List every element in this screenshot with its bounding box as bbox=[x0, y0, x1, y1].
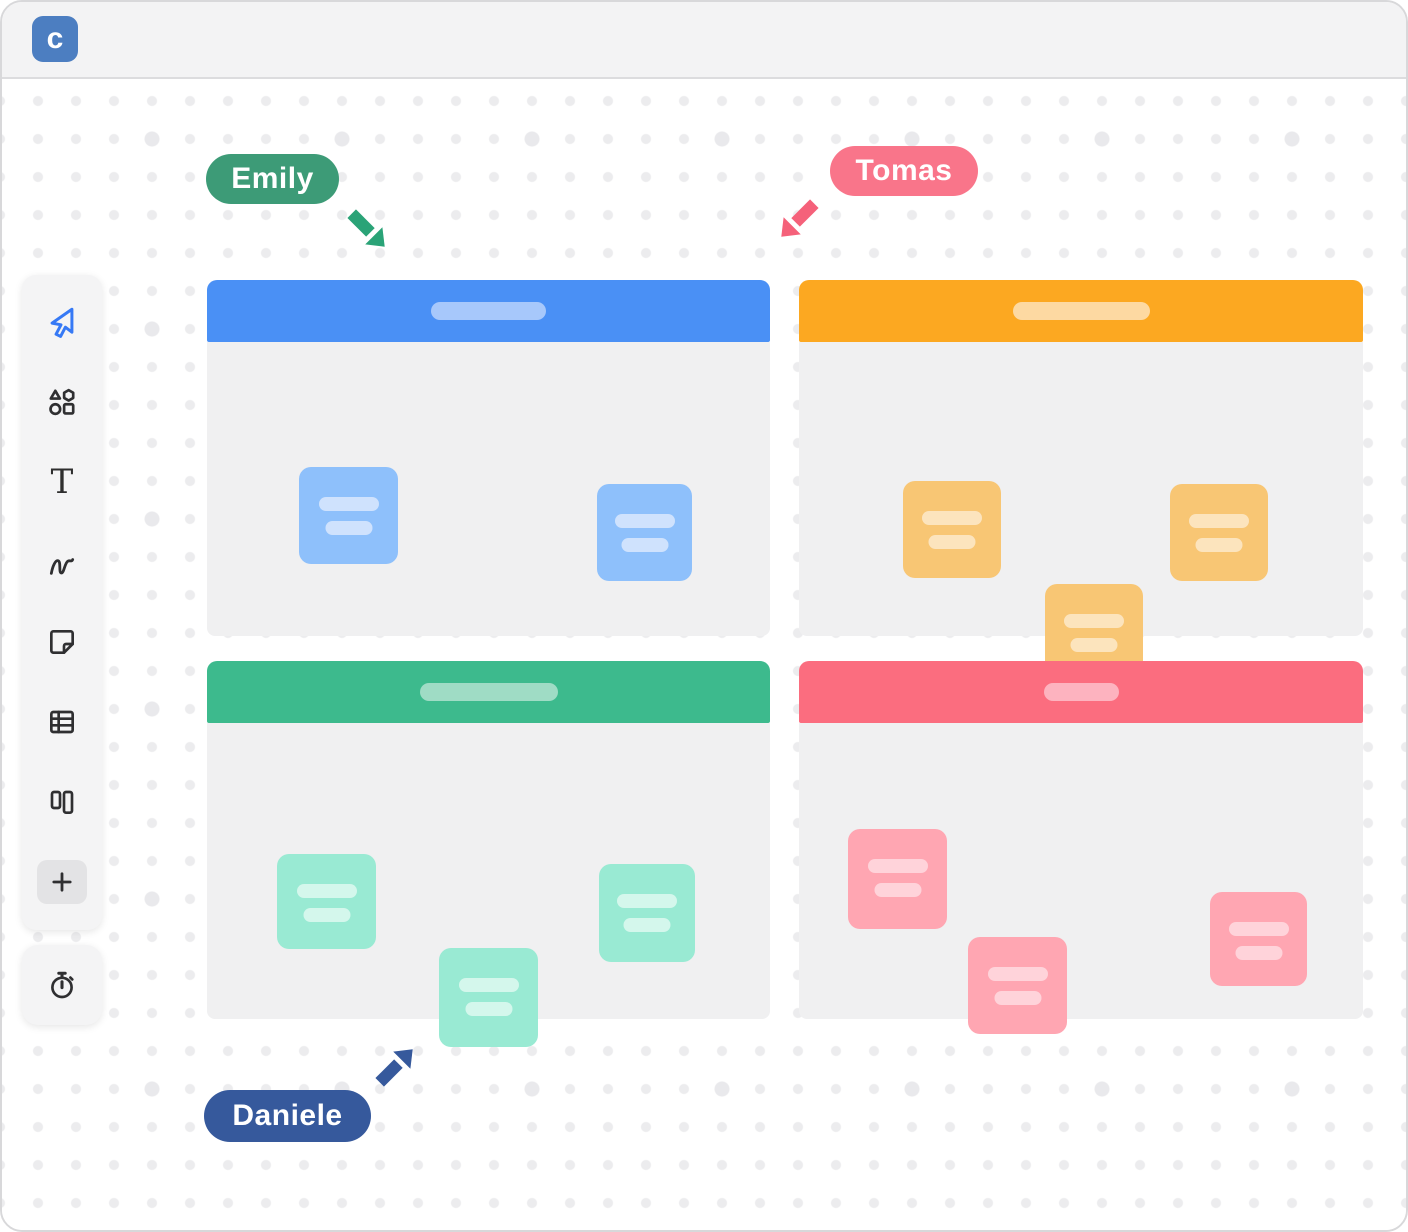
user-cursor-tomas bbox=[778, 196, 822, 240]
note-text-line bbox=[465, 1002, 512, 1016]
note-text-line bbox=[1228, 922, 1289, 936]
note-text-line bbox=[303, 908, 350, 922]
note-text-line bbox=[296, 884, 357, 898]
note-text-line bbox=[318, 497, 379, 511]
sticky-note[interactable] bbox=[848, 829, 947, 929]
shapes-icon bbox=[49, 388, 75, 416]
table-icon bbox=[50, 710, 74, 734]
user-name-label: Tomas bbox=[855, 154, 953, 187]
note-text-line bbox=[1189, 514, 1249, 528]
app-logo-letter: c bbox=[46, 22, 64, 55]
user-cursor-emily bbox=[344, 206, 388, 250]
note-text-line bbox=[874, 883, 921, 897]
user-name-label: Emily bbox=[231, 162, 314, 195]
board-frame-blue[interactable] bbox=[207, 280, 770, 636]
text-tool-icon: T bbox=[50, 462, 74, 502]
note-text-line bbox=[922, 511, 982, 525]
tool-table[interactable] bbox=[22, 682, 102, 762]
board-frame-green[interactable] bbox=[207, 661, 770, 1047]
note-text-line bbox=[617, 894, 677, 908]
frame-header[interactable] bbox=[207, 280, 770, 342]
frame-body bbox=[207, 342, 770, 636]
frame-body bbox=[207, 723, 770, 1047]
user-badge-emily: Emily bbox=[206, 154, 339, 204]
stopwatch-icon bbox=[51, 971, 74, 999]
sticky-note[interactable] bbox=[277, 854, 376, 949]
frame-title-placeholder bbox=[431, 302, 546, 320]
note-text-line bbox=[621, 538, 668, 552]
frame-body bbox=[799, 342, 1363, 681]
sticky-note[interactable] bbox=[1210, 892, 1307, 986]
frame-header[interactable] bbox=[799, 280, 1363, 342]
cursor-arrow-icon bbox=[347, 209, 385, 247]
sticky-note[interactable] bbox=[439, 948, 538, 1047]
timer-tool[interactable] bbox=[22, 945, 102, 1025]
user-badge-daniele: Daniele bbox=[204, 1090, 371, 1142]
frame-header[interactable] bbox=[799, 661, 1363, 723]
note-text-line bbox=[987, 967, 1048, 981]
note-text-line bbox=[1064, 614, 1124, 628]
tool-draw[interactable] bbox=[22, 522, 102, 602]
frame-header[interactable] bbox=[207, 661, 770, 723]
note-text-line bbox=[1235, 946, 1282, 960]
note-text-line bbox=[1070, 638, 1118, 652]
pen-scribble-icon bbox=[49, 558, 75, 575]
frame-title-placeholder bbox=[1043, 683, 1119, 701]
top-bar: c bbox=[2, 2, 1406, 79]
frame-title-placeholder bbox=[1012, 302, 1150, 320]
sticky-note[interactable] bbox=[599, 864, 695, 962]
plus-icon bbox=[52, 872, 72, 892]
sticky-note[interactable] bbox=[299, 467, 398, 564]
board-frame-red[interactable] bbox=[799, 661, 1363, 1034]
frame-title-placeholder bbox=[419, 683, 558, 701]
note-text-line bbox=[325, 521, 372, 535]
user-cursor-daniele bbox=[372, 1046, 416, 1090]
cursor-icon bbox=[50, 307, 74, 338]
note-text-line bbox=[1195, 538, 1243, 552]
sticky-note[interactable] bbox=[1170, 484, 1268, 581]
frame-body bbox=[799, 723, 1363, 1034]
sticky-note[interactable] bbox=[968, 937, 1067, 1034]
note-text-line bbox=[928, 535, 976, 549]
tool-text[interactable]: T bbox=[22, 442, 102, 522]
tool-shapes[interactable] bbox=[22, 362, 102, 442]
sticky-note[interactable] bbox=[597, 484, 692, 581]
note-text-line bbox=[623, 918, 671, 932]
note-text-line bbox=[614, 514, 675, 528]
tool-add[interactable] bbox=[22, 842, 102, 922]
tool-sticky-note[interactable] bbox=[22, 602, 102, 682]
plus-button bbox=[37, 860, 87, 904]
toolbar: T bbox=[22, 275, 102, 930]
note-text-line bbox=[867, 859, 928, 873]
cursor-arrow-icon bbox=[781, 199, 819, 237]
sticky-note-icon bbox=[50, 630, 74, 654]
note-text-line bbox=[994, 991, 1041, 1005]
board-frame-orange[interactable] bbox=[799, 280, 1363, 681]
sticky-note[interactable] bbox=[903, 481, 1001, 578]
user-badge-tomas: Tomas bbox=[830, 146, 978, 196]
app-logo[interactable]: c bbox=[32, 16, 78, 62]
user-name-label: Daniele bbox=[232, 1099, 343, 1132]
cursor-arrow-icon bbox=[375, 1049, 413, 1087]
columns-kanban-icon bbox=[50, 790, 74, 814]
tool-columns[interactable] bbox=[22, 762, 102, 842]
note-text-line bbox=[458, 978, 519, 992]
tool-select[interactable] bbox=[22, 282, 102, 362]
